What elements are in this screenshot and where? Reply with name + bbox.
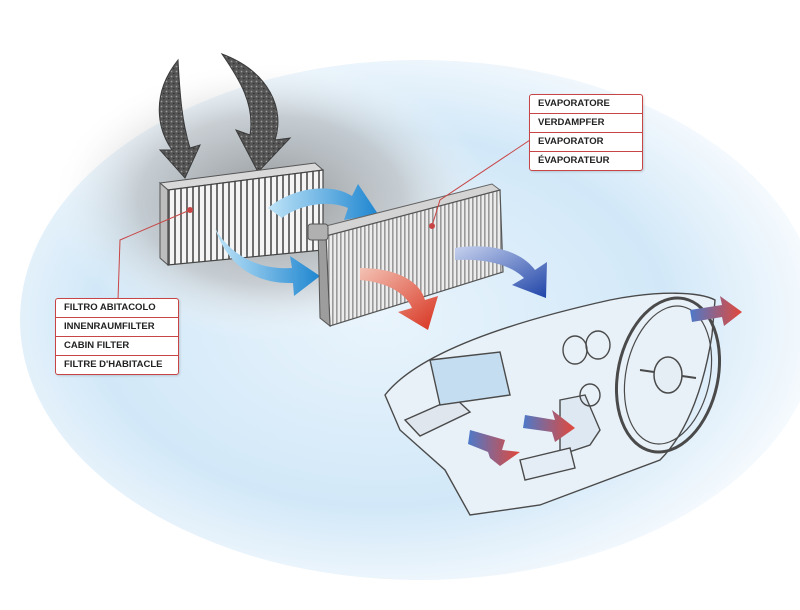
evaporator-label-de: VERDAMPFER xyxy=(530,114,642,133)
cabin-filter-leader-line xyxy=(117,207,193,301)
evaporator-label-en: EVAPORATOR xyxy=(530,133,642,152)
evaporator-leader-line xyxy=(429,139,531,229)
cabin-filter-label-box: FILTRO ABITACOLO INNENRAUMFILTER CABIN F… xyxy=(55,298,179,375)
warm-air-arrow xyxy=(360,268,438,330)
vent-arrow-left xyxy=(468,430,520,466)
cabin-filter-label-it: FILTRO ABITACOLO xyxy=(56,299,178,318)
evaporator-label-it: EVAPORATORE xyxy=(530,95,642,114)
intake-arrow-right xyxy=(220,52,292,173)
intake-arrow-left xyxy=(158,58,201,179)
dark-blue-air-arrow xyxy=(455,246,547,298)
cabin-filter xyxy=(158,162,325,267)
cool-air-arrow-upper xyxy=(268,184,378,220)
evaporator-label-fr: ÉVAPORATEUR xyxy=(538,155,610,166)
evaporator-label-box: EVAPORATORE VERDAMPFER EVAPORATOR ÉVAPOR… xyxy=(529,94,643,171)
steering-wheel xyxy=(614,296,722,454)
cabin-filter-label-en: CABIN FILTER xyxy=(56,337,178,356)
vent-arrow-center xyxy=(523,410,575,442)
evaporator xyxy=(307,183,504,328)
cool-air-arrow-lower xyxy=(215,228,320,296)
cabin-filter-label-de: INNENRAUMFILTER xyxy=(56,318,178,337)
vent-arrow-right xyxy=(690,296,742,326)
cabin-filter-label-fr: FILTRE D'HABITACLE xyxy=(64,359,163,370)
